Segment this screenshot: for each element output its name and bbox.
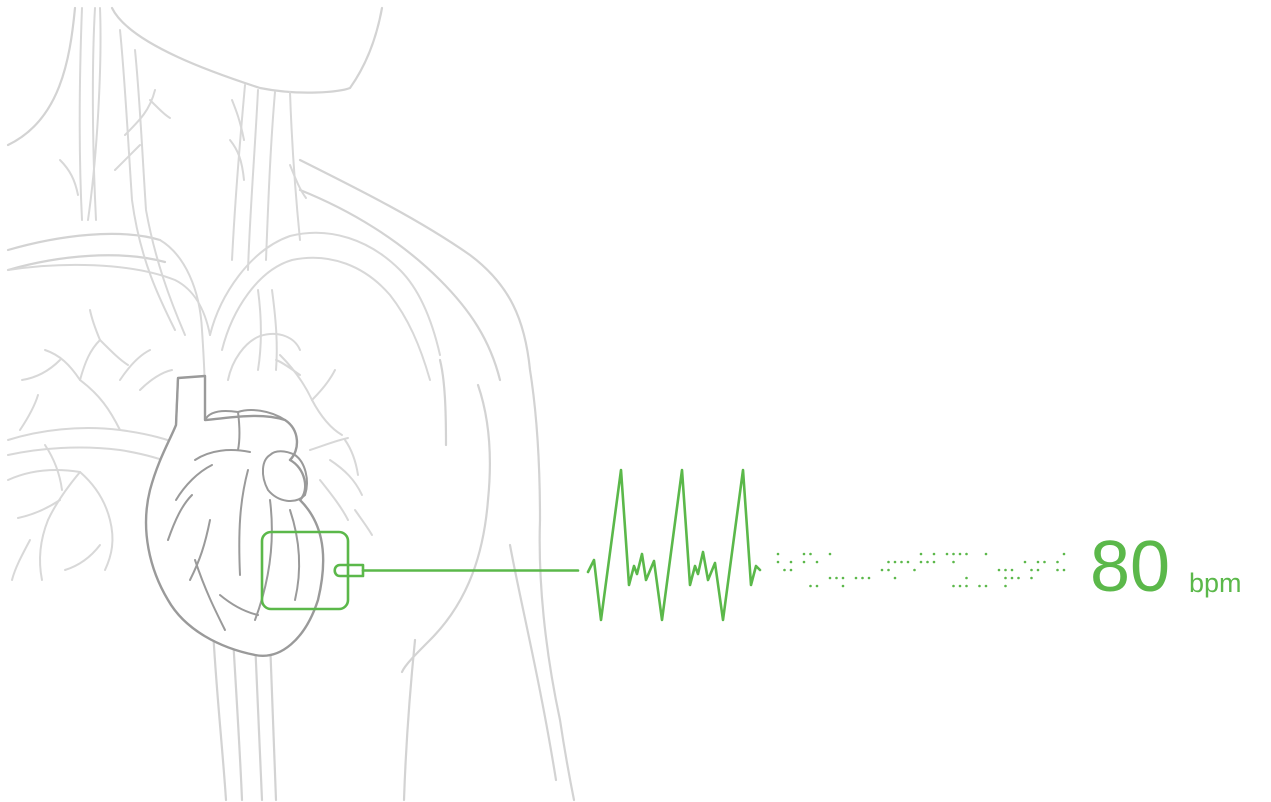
- bpm-value: 80: [1090, 527, 1170, 607]
- trail-dot: [887, 569, 890, 572]
- trail-dot: [809, 585, 812, 588]
- trail-dot: [952, 585, 955, 588]
- ecg-dotted-trail: [777, 553, 1066, 588]
- trail-dot: [1011, 569, 1014, 572]
- trail-dot: [790, 561, 793, 564]
- trail-dot: [933, 553, 936, 556]
- trail-dot: [855, 577, 858, 580]
- trail-dot: [985, 585, 988, 588]
- trail-dot: [1037, 569, 1040, 572]
- trail-dot: [1017, 577, 1020, 580]
- ecg-waveform: [588, 470, 760, 620]
- trail-dot: [783, 569, 786, 572]
- trail-dot: [998, 569, 1001, 572]
- trail-dot: [790, 569, 793, 572]
- trail-dot: [985, 553, 988, 556]
- trail-dot: [920, 553, 923, 556]
- trail-dot: [965, 553, 968, 556]
- bpm-unit: bpm: [1189, 568, 1242, 598]
- trail-dot: [978, 585, 981, 588]
- trail-dot: [842, 577, 845, 580]
- trail-dot: [959, 553, 962, 556]
- trail-dot: [907, 561, 910, 564]
- trail-dot: [887, 561, 890, 564]
- trail-dot: [920, 561, 923, 564]
- trail-dot: [900, 561, 903, 564]
- trail-dot: [965, 585, 968, 588]
- trail-dot: [946, 553, 949, 556]
- trail-dot: [1063, 553, 1066, 556]
- trail-dot: [1063, 569, 1066, 572]
- trail-dot: [1030, 577, 1033, 580]
- bpm-readout: 80 bpm: [1090, 527, 1242, 607]
- trail-dot: [829, 577, 832, 580]
- trail-dot: [1030, 569, 1033, 572]
- trail-dot: [1004, 569, 1007, 572]
- trail-dot: [913, 569, 916, 572]
- trail-dot: [894, 577, 897, 580]
- trail-dot: [926, 561, 929, 564]
- trail-dot: [1004, 577, 1007, 580]
- trail-dot: [777, 553, 780, 556]
- trail-dot: [777, 561, 780, 564]
- trail-dot: [803, 561, 806, 564]
- trail-dot: [835, 577, 838, 580]
- trail-dot: [842, 585, 845, 588]
- trail-dot: [1056, 569, 1059, 572]
- trail-dot: [861, 577, 864, 580]
- trail-dot: [1004, 585, 1007, 588]
- heart: [146, 376, 323, 656]
- trail-dot: [881, 569, 884, 572]
- trail-dot: [952, 553, 955, 556]
- trail-dot: [959, 585, 962, 588]
- trail-dot: [868, 577, 871, 580]
- trail-dot: [952, 561, 955, 564]
- trail-dot: [933, 561, 936, 564]
- trail-dot: [829, 553, 832, 556]
- trail-dot: [1024, 561, 1027, 564]
- trail-dot: [965, 577, 968, 580]
- trail-dot: [1043, 561, 1046, 564]
- trail-dot: [1037, 561, 1040, 564]
- trail-dot: [816, 585, 819, 588]
- trail-dot: [803, 553, 806, 556]
- trail-dot: [816, 561, 819, 564]
- trail-dot: [1011, 577, 1014, 580]
- trail-dot: [1056, 561, 1059, 564]
- trail-dot: [894, 561, 897, 564]
- trail-dot: [809, 553, 812, 556]
